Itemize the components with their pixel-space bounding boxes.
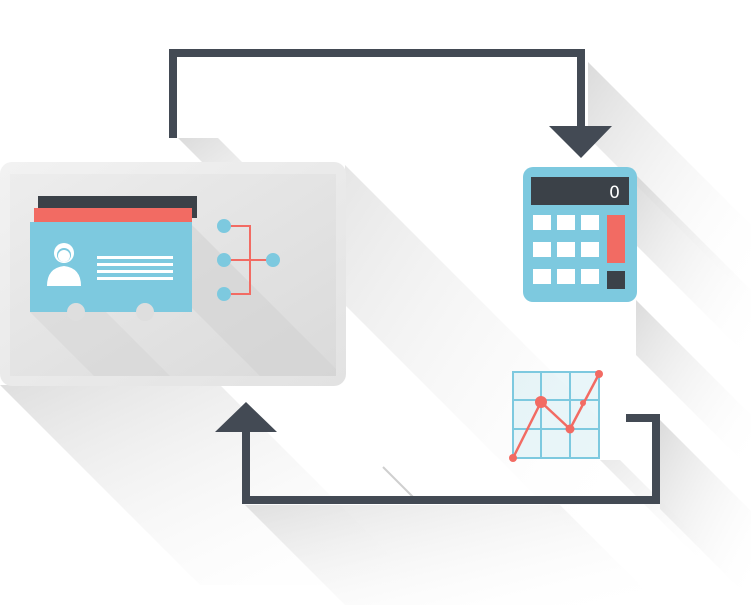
card-text-lines bbox=[97, 256, 173, 280]
calculator-keys bbox=[533, 215, 599, 284]
arrowhead-down-icon bbox=[549, 126, 612, 158]
bottom-flow-arrow bbox=[215, 402, 660, 504]
growth-chart-icon bbox=[509, 370, 603, 462]
profile-card bbox=[30, 222, 192, 321]
hierarchy-tree-icon bbox=[217, 219, 280, 301]
calculator-display bbox=[531, 177, 629, 205]
calculator-icon: 0 bbox=[523, 167, 637, 302]
calculator-dark-key bbox=[607, 271, 625, 289]
profile-screen-frame bbox=[0, 162, 346, 386]
person-icon bbox=[47, 243, 81, 286]
top-flow-arrow bbox=[169, 49, 612, 158]
long-shadows bbox=[0, 62, 751, 605]
arrowhead-up-icon bbox=[215, 402, 277, 432]
calculator-display-value: 0 bbox=[609, 183, 620, 203]
calculator-tall-key bbox=[607, 215, 625, 263]
